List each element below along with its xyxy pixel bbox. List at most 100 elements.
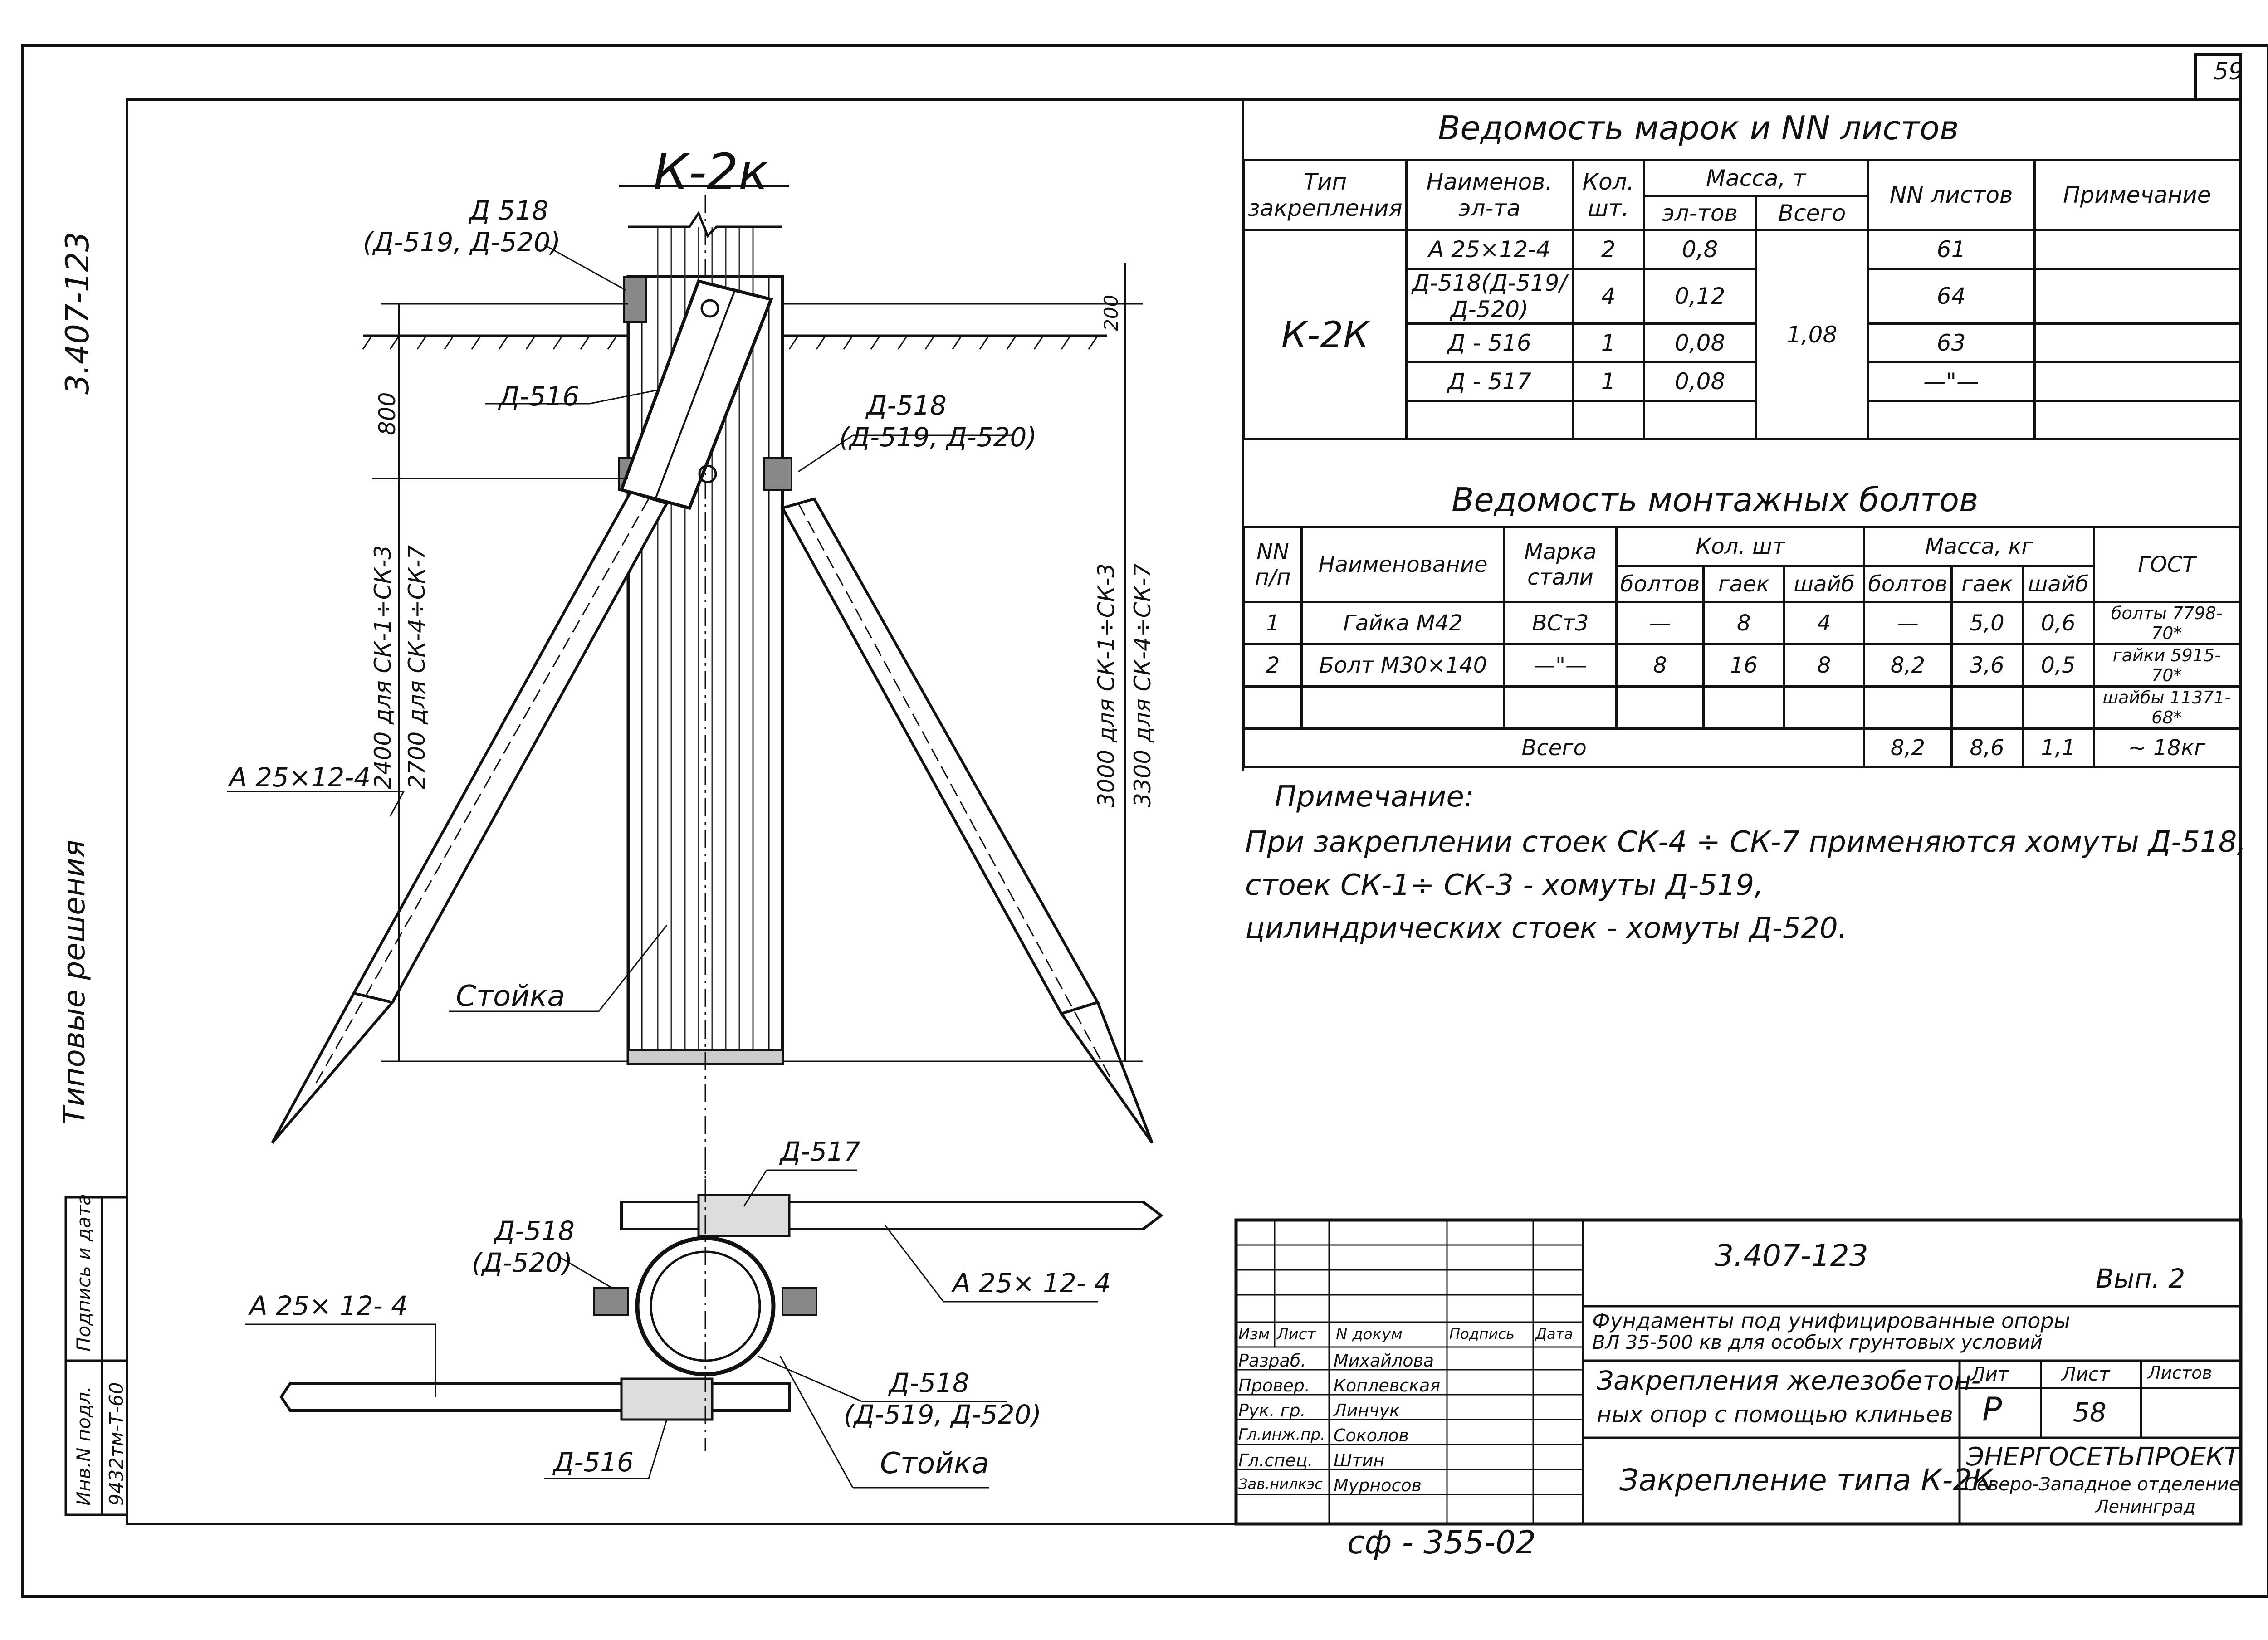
table-cell: 8	[1615, 643, 1705, 688]
plan-label-d520: (Д-520)	[472, 1247, 573, 1278]
t2-h-mwasher: шайб	[2021, 565, 2095, 603]
label-d516: Д-516	[499, 381, 579, 412]
stamp-h-sign: Подпись	[1449, 1325, 1515, 1342]
label-d518-top: Д 518	[469, 195, 549, 226]
table-cell: Д - 517	[1405, 361, 1574, 402]
table-cell: 5,0	[1950, 601, 2024, 645]
table-cell: А 25×12-4	[1405, 229, 1574, 270]
stamp-role: Разраб.	[1238, 1351, 1306, 1371]
table-cell	[1950, 685, 2024, 730]
table-cell	[1571, 400, 1645, 440]
t2-h-qty: Кол. шт	[1615, 526, 1866, 567]
t2-h-mnut: гаек	[1950, 565, 2024, 603]
table-cell	[1702, 685, 1785, 730]
plan-label-d518-b: Д-518	[889, 1367, 969, 1398]
bottom-code: сф - 355-02	[1347, 1524, 1536, 1561]
table-cell	[1243, 685, 1303, 730]
stamp-role: Гл.инж.пр.	[1238, 1425, 1325, 1444]
t2-h-nut: гаек	[1702, 565, 1785, 603]
t1-h-mass: Масса, т	[1642, 159, 1869, 197]
label-d518-mid-alt: (Д-519, Д-520)	[839, 422, 1037, 453]
stamp-lit-h: Лит	[1971, 1363, 2009, 1385]
t2-total-w: 1,1	[2021, 727, 2095, 768]
stamp-desc1: Фундаменты под унифицированные опоры	[1592, 1308, 2070, 1333]
label-d518-mid: Д-518	[866, 390, 947, 421]
table-cell: 64	[1867, 268, 2036, 325]
stamp-h-date: Дата	[1535, 1325, 1573, 1342]
table-cell	[1783, 685, 1866, 730]
stamp-listov-h: Листов	[2148, 1363, 2212, 1383]
table-cell	[1503, 685, 1618, 730]
table-cell	[1300, 685, 1505, 730]
table-cell	[2033, 229, 2241, 270]
stamp-role: Зав.нилкэс	[1238, 1475, 1323, 1493]
table-cell: 4	[1783, 601, 1866, 645]
table-cell	[2021, 685, 2095, 730]
table-cell	[1642, 400, 1757, 440]
table-cell: 0,08	[1642, 322, 1757, 363]
t2-h-washer: шайб	[1783, 565, 1866, 603]
sheet-number: 59	[2214, 58, 2244, 85]
plan-drawing	[245, 1152, 1163, 1489]
t2-h-mass: Масса, кг	[1863, 526, 2095, 567]
t2-total-label: Всего	[1242, 727, 1866, 768]
t1-h-name: Наименов. эл-та	[1405, 159, 1574, 231]
t1-h-qty: Кол. шт.	[1571, 159, 1645, 231]
plan-label-a25-left: А 25× 12- 4	[249, 1290, 408, 1321]
table-cell: 0,5	[2021, 643, 2095, 688]
table-cell: 1	[1571, 361, 1645, 402]
t2-total-all: ~ 18кг	[2092, 727, 2241, 768]
stamp-org3: Ленинград	[2096, 1497, 2195, 1517]
table-cell: 4	[1571, 268, 1645, 325]
stamp-h-izm: Изм	[1238, 1325, 1270, 1343]
table-cell: Д - 516	[1405, 322, 1574, 363]
t2-h-bolt: болтов	[1615, 565, 1705, 603]
t2-total-b: 8,2	[1863, 727, 1953, 768]
t2-h-gost: ГОСТ	[2092, 526, 2241, 603]
plan-label-d517: Д-517	[780, 1136, 860, 1167]
note-label: Примечание:	[1275, 780, 1474, 814]
table-cell: 0,12	[1642, 268, 1757, 325]
t2-h-name: Наименование	[1300, 526, 1505, 603]
table-cell: 0,6	[2021, 601, 2095, 645]
table-cell: 8	[1702, 601, 1785, 645]
table-cell: гайки 5915-70*	[2092, 643, 2241, 688]
stamp-role: Рук. гр.	[1238, 1401, 1306, 1420]
stamp-person: Михайлова	[1334, 1351, 1434, 1371]
plan-label-d516: Д-516	[553, 1447, 634, 1478]
stamp-role: Провер.	[1238, 1376, 1310, 1396]
table-cell	[2033, 400, 2241, 440]
table-cell: шайбы 11371-68*	[2092, 685, 2241, 730]
table-cell	[2033, 322, 2241, 363]
t1-h-mass-el: эл-тов	[1642, 195, 1757, 231]
stamp-h-doc: N докум	[1336, 1325, 1403, 1343]
t1-h-sheets: NN листов	[1867, 159, 2036, 231]
t1-h-note: Примечание	[2033, 159, 2241, 231]
table-cell: 8	[1783, 643, 1866, 688]
table-cell	[1405, 400, 1574, 440]
stamp-role: Гл.спец.	[1238, 1450, 1313, 1470]
table-cell: 1	[1243, 601, 1303, 645]
table-cell: Болт М30×140	[1300, 643, 1505, 688]
table-cell: 2	[1571, 229, 1645, 270]
t2-h-mbolt: болтов	[1863, 565, 1953, 603]
t1-h-mass-total: Всего	[1755, 195, 1869, 231]
stamp-list-h: Лист	[2062, 1363, 2110, 1385]
drawing-title: К-2к	[653, 143, 769, 201]
table-cell: 0,8	[1642, 229, 1757, 270]
table1-caption: Ведомость марок и NN листов	[1438, 109, 1959, 147]
table-cell: —	[1615, 601, 1705, 645]
t1-type-value: К-2К	[1243, 229, 1408, 440]
note-line2: стоек СК-1÷ СК-3 - хомуты Д-519,	[1245, 869, 1764, 902]
table-cell: 8,2	[1863, 643, 1953, 688]
table-cell	[1867, 400, 2036, 440]
stamp-person: Коплевская	[1334, 1376, 1441, 1396]
label-d518-top-alt: (Д-519, Д-520)	[363, 227, 561, 258]
stamp-person: Линчук	[1334, 1401, 1400, 1420]
stamp-org2: Северо-Западное отделение	[1964, 1474, 2240, 1495]
t1-total: 1,08	[1755, 229, 1869, 440]
stamp-person: Соколов	[1334, 1425, 1409, 1445]
stamp-lit: Р	[1982, 1390, 2002, 1428]
